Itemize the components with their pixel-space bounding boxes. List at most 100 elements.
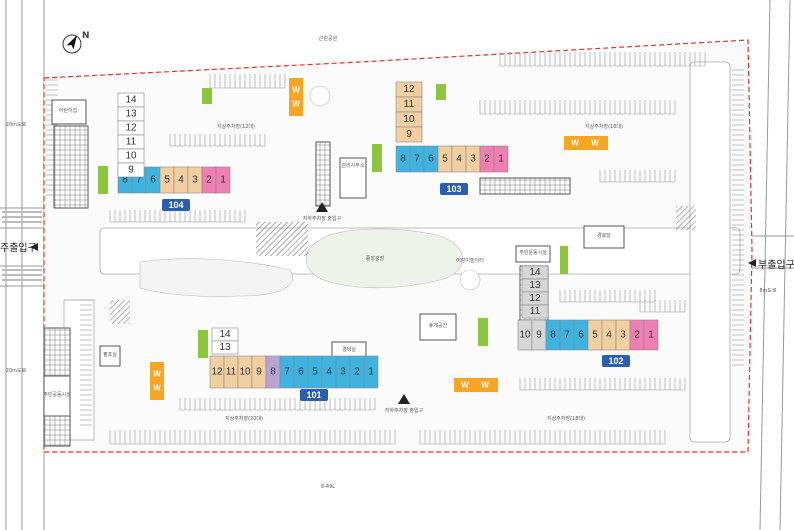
label-management: 관리사무소: [341, 162, 364, 169]
unit-cell: [215, 166, 231, 194]
unit-number: 2: [354, 367, 360, 378]
upper-unit-number: 14: [125, 95, 137, 106]
unit-number: 6: [578, 330, 584, 341]
w-2a: W: [571, 139, 579, 148]
upper-unit-number: 12: [125, 123, 137, 134]
unit-number: 11: [226, 367, 237, 378]
upper-unit-number: 10: [403, 114, 415, 125]
label-kindergarten: 어린이집: [59, 107, 77, 114]
upper-unit-number: 12: [529, 293, 541, 304]
parking-entrance-markers: 지하주차장 출입구 지하주차장 출입구: [303, 202, 424, 414]
parking-labels: 지상주차장(12대) 지상주차장(16대) 지상주차장(20대) 지상주차장(1…: [217, 123, 623, 422]
unit-number: 9: [536, 330, 542, 341]
green-arrow-markers: [98, 84, 568, 358]
unit-number: 4: [178, 175, 184, 186]
upper-unit-number: 9: [128, 165, 134, 176]
upper-unit-number: 13: [529, 280, 541, 291]
upper-unit-number: 10: [125, 151, 137, 162]
label-guard: 경비실: [342, 346, 356, 353]
unit-number: 2: [634, 330, 640, 341]
label-ug-entrance-1: 지하주차장 출입구: [303, 215, 342, 222]
facility-community: 주민공동시설: [43, 327, 71, 447]
ramps: [110, 206, 696, 324]
unit-number: 1: [220, 175, 226, 186]
w-4b: W: [481, 381, 489, 390]
unit-number: 8: [270, 367, 276, 378]
unit-number: 7: [136, 175, 142, 186]
unit-number: 1: [498, 154, 504, 165]
unit-cell: [643, 319, 659, 351]
upper-unit-number: 13: [219, 342, 231, 353]
w-3b: W: [153, 384, 161, 393]
road-bottom: 8-49L: [321, 484, 335, 490]
sub-entrance-label: 부출입구: [758, 258, 794, 271]
entrance-sub: 부출입구: [748, 258, 794, 271]
upper-unit-cell: [521, 304, 549, 319]
label-plaza: 중앙광장: [366, 255, 385, 262]
unit-number: 3: [620, 330, 626, 341]
unit-number: 4: [326, 367, 332, 378]
unit-number: 7: [564, 330, 570, 341]
unit-number: 5: [592, 330, 598, 341]
unit-number: 1: [648, 330, 654, 341]
label-rest: 휴게공간: [429, 322, 448, 329]
crosswalk-left: [2, 211, 42, 281]
upper-unit-cell: [117, 162, 145, 178]
upper-unit-number: 11: [126, 137, 137, 148]
upper-unit-number: 13: [125, 109, 137, 120]
building-badges: 104 103 102 101: [162, 183, 630, 401]
unit-number: 4: [456, 154, 462, 165]
label-parking-4: 지상주차장(18대): [547, 415, 585, 422]
parking-stalls: [46, 52, 744, 445]
upper-unit-cell: [395, 126, 423, 143]
w-3a: W: [153, 370, 161, 379]
unit-number: 5: [164, 175, 170, 186]
label-parking-2: 지상주차장(16대): [585, 123, 623, 130]
upper-unit-number: 14: [529, 267, 541, 278]
badge-104: 104: [168, 200, 183, 210]
unit-number: 7: [414, 154, 420, 165]
unit-number: 10: [239, 367, 251, 378]
facility-kindergarten: 어린이집: [51, 99, 89, 209]
unit-cell: [363, 355, 379, 389]
badge-101: 101: [306, 390, 321, 400]
upper-unit-number: 12: [403, 84, 415, 95]
unit-number: 4: [606, 330, 612, 341]
unit-number: 6: [150, 175, 156, 186]
unit-number: 7: [284, 367, 290, 378]
w-markers: W W W W W W W W: [150, 78, 608, 400]
upper-unit-cell: [211, 340, 239, 355]
road-top: 근린공원: [319, 35, 338, 42]
unit-number: 12: [211, 367, 223, 378]
label-ug-entrance-2: 지하주차장 출입구: [385, 407, 424, 414]
facility-management: 관리사무소 경로당 주민운동시설 경비실 펌프실 휴게공간: [99, 157, 625, 367]
unit-number: 5: [442, 154, 448, 165]
unit-number: 6: [298, 367, 304, 378]
unit-number: 8: [550, 330, 556, 341]
w-4a: W: [461, 381, 469, 390]
unit-number: 10: [519, 330, 531, 341]
label-residents-hall: 주민운동시설: [519, 249, 547, 256]
label-parking-1: 지상주차장(12대): [217, 123, 255, 130]
unit-number: 2: [484, 154, 490, 165]
unit-number: 6: [428, 154, 434, 165]
road-right: 8m도로: [759, 288, 777, 294]
unit-number: 2: [206, 175, 212, 186]
unit-number: 3: [340, 367, 346, 378]
main-entrance-label: 주출입구: [0, 241, 37, 254]
label-community: 주민공동시설: [43, 391, 71, 398]
upper-unit-number: 9: [406, 129, 412, 140]
unit-number: 5: [312, 367, 318, 378]
road-left-upper: 20m도로: [6, 122, 27, 128]
badge-102: 102: [608, 356, 623, 366]
road-labels: 근린공원 8-49L 20m도로 20m도로 8m도로: [6, 35, 777, 490]
w-1a: W: [292, 86, 300, 95]
upper-unit-number: 14: [219, 329, 231, 340]
unit-number: 9: [256, 367, 262, 378]
upper-unit-number: 11: [404, 99, 415, 110]
label-parking-3: 지상주차장(20대): [225, 415, 263, 422]
